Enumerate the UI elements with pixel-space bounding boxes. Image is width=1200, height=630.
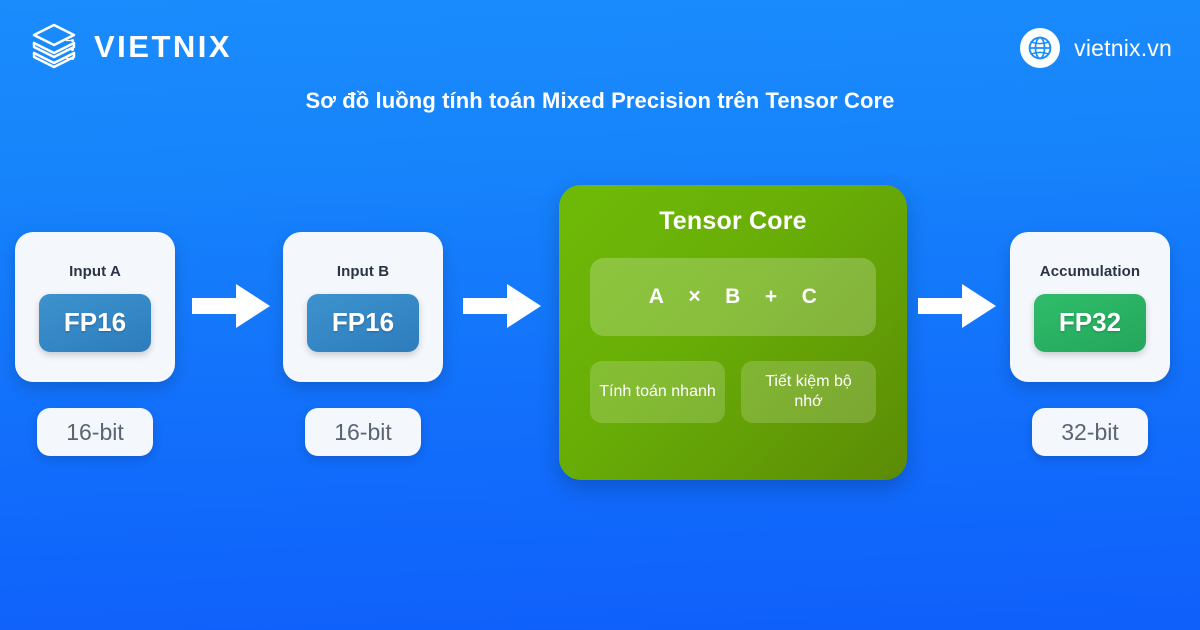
page-header: VIETNIX vietnix.vn Sơ đồ luồng tính toán… bbox=[0, 0, 1200, 113]
formula-operand-c: C bbox=[801, 285, 818, 308]
feature-chip-fast-compute: Tính toán nhanh bbox=[590, 361, 725, 423]
flow-node-input-a[interactable]: Input A FP16 bbox=[15, 232, 175, 382]
formula-box: A × B + C bbox=[590, 258, 876, 336]
tensor-core-title: Tensor Core bbox=[659, 207, 807, 235]
bit-width-pill-input-b: 16-bit bbox=[305, 408, 421, 456]
bit-width-pill-accumulation: 32-bit bbox=[1032, 408, 1148, 456]
feature-chip-memory-saving: Tiết kiệm bộ nhớ bbox=[741, 361, 876, 423]
flow-node-input-b[interactable]: Input B FP16 bbox=[283, 232, 443, 382]
arrow-right-icon bbox=[463, 284, 541, 328]
formula-operand-b: B bbox=[725, 285, 741, 308]
node-label: Input B bbox=[336, 262, 390, 280]
precision-badge: FP16 bbox=[39, 293, 151, 352]
tensor-core-block[interactable]: Tensor Core A × B + C Tính toán nhanh Ti… bbox=[559, 185, 907, 480]
page-title: Sơ đồ luồng tính toán Mixed Precision tr… bbox=[305, 88, 895, 113]
node-label: Accumulation bbox=[1039, 262, 1141, 280]
flow-node-accumulation[interactable]: Accumulation FP32 bbox=[1010, 232, 1170, 382]
globe-icon-wrapper bbox=[1020, 28, 1061, 68]
globe-icon bbox=[1028, 36, 1052, 60]
node-label: Input A bbox=[69, 262, 121, 280]
precision-badge: FP16 bbox=[307, 293, 419, 352]
formula-operator-times: × bbox=[688, 285, 702, 308]
brand-name: VIETNIX bbox=[94, 28, 233, 64]
tensor-core-feature-chips: Tính toán nhanh Tiết kiệm bộ nhớ bbox=[590, 361, 876, 423]
flow-diagram: Input A FP16 16-bit Input B FP16 16-bit … bbox=[0, 180, 1200, 480]
site-url-group[interactable]: vietnix.vn bbox=[1020, 28, 1172, 68]
site-url-text: vietnix.vn bbox=[1074, 34, 1172, 61]
stacked-layers-icon bbox=[32, 23, 76, 69]
arrow-right-icon bbox=[918, 284, 996, 328]
arrow-right-icon bbox=[192, 284, 270, 328]
formula-expression: A × B + C bbox=[649, 285, 818, 309]
precision-badge: FP32 bbox=[1034, 293, 1146, 352]
formula-operand-a: A bbox=[648, 285, 665, 308]
formula-operator-plus: + bbox=[764, 285, 778, 308]
bit-width-pill-input-a: 16-bit bbox=[37, 408, 153, 456]
brand-logo-group[interactable]: VIETNIX bbox=[28, 20, 232, 72]
